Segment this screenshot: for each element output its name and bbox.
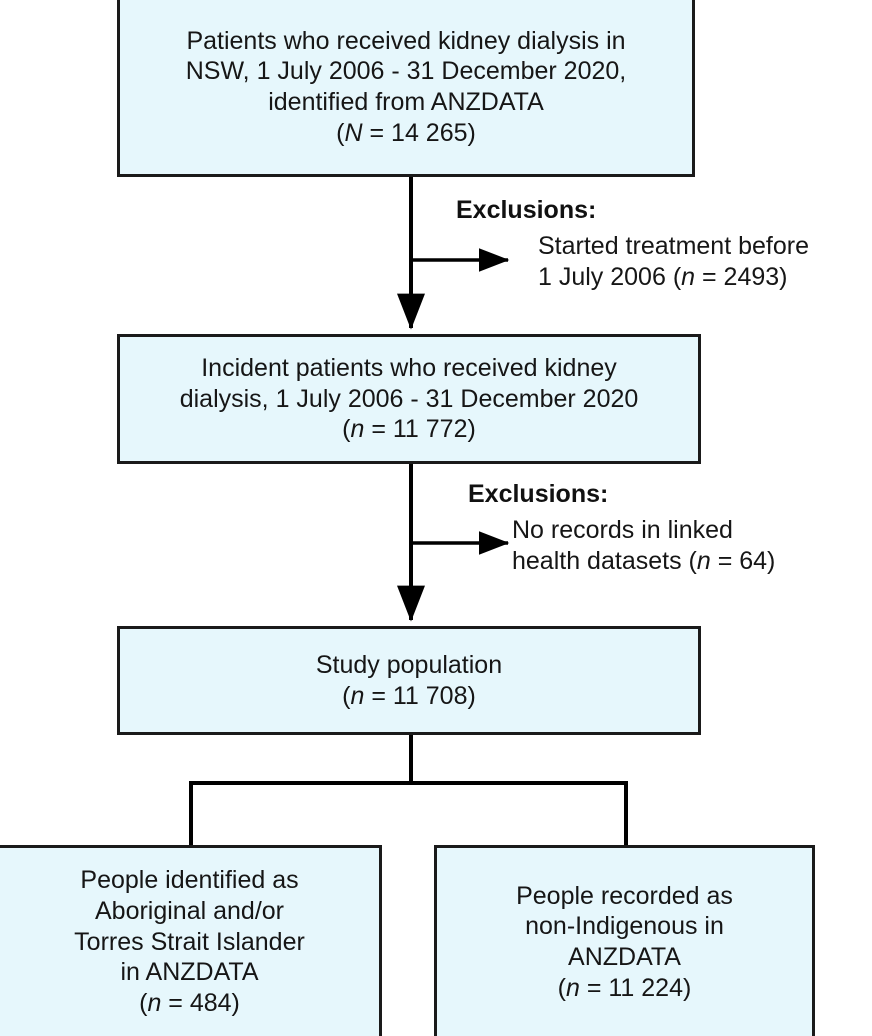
exclusion-group-1: Exclusions: Started treatment before 1 J…	[456, 196, 809, 292]
node-incident-line-1: Incident patients who received kidney	[201, 353, 617, 382]
node-non-indigenous-line-3: ANZDATA	[568, 943, 681, 971]
exclusion-1-line-2-suffix: = 2493)	[695, 262, 788, 291]
node-cohort-line-3: identified from ANZDATA	[268, 88, 544, 116]
node-incident-count-value: = 11 772)	[364, 415, 476, 444]
node-aboriginal-count-prefix: (	[139, 989, 148, 1018]
exclusion-2-line-1: No records in linked	[512, 516, 733, 544]
node-study-population-line-1: Study population	[315, 650, 503, 679]
exclusion-2-line-2-suffix: = 64)	[710, 546, 776, 575]
exclusion-1-line-1: Started treatment before	[538, 232, 809, 260]
node-incident-count-symbol: n	[350, 415, 365, 444]
node-incident-line-2: dialysis, 1 July 2006 - 31 December 2020	[179, 384, 639, 413]
node-study-population: Study population (n = 11 708)	[117, 626, 701, 735]
node-study-population-count-value: = 11 708)	[364, 681, 476, 710]
node-aboriginal-line-1: People identified as	[80, 866, 299, 895]
exclusion-1-heading: Exclusions:	[456, 196, 597, 224]
node-study-population-count-prefix: (	[342, 681, 351, 710]
exclusion-1-line-2-prefix: 1 July 2006 (	[538, 262, 682, 291]
node-aboriginal-line-2: Aboriginal and/or	[94, 896, 284, 925]
node-non-indigenous-line-2: non-Indigenous in	[525, 912, 724, 941]
node-study-population-count: (n = 11 708)	[342, 681, 476, 712]
node-aboriginal-line-3: Torres Strait Islander	[74, 927, 305, 956]
node-non-indigenous-count-value: = 11 224)	[579, 973, 692, 1002]
exclusion-1-line-2: 1 July 2006 (n = 2493)	[538, 262, 809, 293]
node-aboriginal-count: (n = 484)	[139, 988, 240, 1019]
node-aboriginal-count-value: = 484)	[161, 989, 240, 1018]
node-non-indigenous-count: (n = 11 224)	[558, 973, 692, 1004]
node-cohort-count: (N = 14 265)	[336, 118, 476, 149]
node-non-indigenous: People recorded as non-Indigenous in ANZ…	[434, 845, 815, 1036]
node-incident-count: (n = 11 772)	[342, 414, 476, 445]
node-cohort-count-symbol: N	[344, 118, 363, 147]
node-incident-count-prefix: (	[342, 415, 351, 444]
exclusion-2-line-2: health datasets (n = 64)	[512, 546, 775, 577]
node-non-indigenous-count-symbol: n	[565, 973, 580, 1002]
exclusion-2-line-2-symbol: n	[696, 546, 711, 575]
node-incident-patients: Incident patients who received kidney di…	[117, 334, 701, 464]
node-aboriginal-line-4: in ANZDATA	[120, 958, 259, 987]
node-cohort-line-2: NSW, 1 July 2006 - 31 December 2020,	[185, 57, 627, 86]
node-cohort-count-prefix: (	[336, 118, 345, 147]
exclusion-1-body: Started treatment before 1 July 2006 (n …	[538, 231, 809, 292]
node-cohort: Patients who received kidney dialysis in…	[117, 0, 695, 177]
exclusion-2-line-2-prefix: health datasets (	[512, 546, 697, 575]
node-cohort-count-value: = 14 265)	[362, 118, 476, 147]
node-study-population-count-symbol: n	[350, 681, 365, 710]
node-aboriginal-torres-strait-islander: People identified as Aboriginal and/or T…	[0, 845, 382, 1036]
node-cohort-line-1: Patients who received kidney dialysis in	[186, 26, 626, 55]
node-non-indigenous-count-prefix: (	[557, 973, 566, 1002]
exclusion-2-heading: Exclusions:	[468, 480, 609, 508]
exclusion-2-body: No records in linked health datasets (n …	[512, 515, 775, 576]
exclusion-group-2: Exclusions: No records in linked health …	[468, 480, 775, 576]
node-non-indigenous-line-1: People recorded as	[516, 881, 733, 910]
exclusion-1-line-2-symbol: n	[681, 262, 696, 291]
node-aboriginal-count-symbol: n	[147, 989, 162, 1018]
